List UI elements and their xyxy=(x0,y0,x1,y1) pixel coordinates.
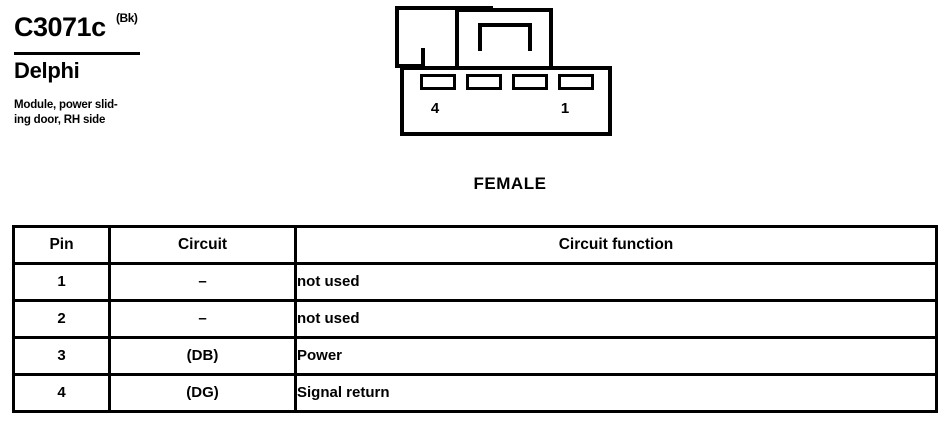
connector-latch-shelf xyxy=(395,6,493,10)
cell-circuit: – xyxy=(108,299,297,339)
pinout-table-body: 1 – not used 2 – not used 3 (DB) Power 4… xyxy=(12,262,938,413)
column-header-function: Circuit function xyxy=(294,225,938,265)
cell-circuit: (DB) xyxy=(108,336,297,376)
connector-manufacturer: Delphi xyxy=(14,58,80,83)
cell-function: Signal return xyxy=(294,373,938,413)
connector-latch-divider-left xyxy=(395,10,399,29)
connector-cavity-4 xyxy=(420,74,456,90)
connector-cavity-2 xyxy=(512,74,548,90)
connector-bottom-tab xyxy=(395,48,425,68)
connector-id: C3071c xyxy=(14,12,106,42)
table-row: 3 (DB) Power xyxy=(12,336,938,376)
connector-diagram: 4 1 FEMALE xyxy=(395,6,625,196)
connector-pin-label-1: 1 xyxy=(560,100,570,117)
connector-color-code: (Bk) xyxy=(116,11,138,25)
column-header-circuit: Circuit xyxy=(108,225,297,265)
connector-header: C3071c (Bk) Delphi Module, power slid- i… xyxy=(14,11,204,127)
connector-cavity-1 xyxy=(558,74,594,90)
header-divider-rule xyxy=(14,52,140,55)
connector-description: Module, power slid- ing door, RH side xyxy=(14,98,189,127)
table-row: 4 (DG) Signal return xyxy=(12,373,938,413)
pinout-table: Pin Circuit Circuit function 1 – not use… xyxy=(12,225,938,413)
connector-pin-label-4: 4 xyxy=(430,100,440,117)
connector-id-line: C3071c (Bk) xyxy=(14,11,204,48)
connector-latch-outer xyxy=(455,8,553,66)
cell-pin: 2 xyxy=(12,299,111,339)
pinout-table-head: Pin Circuit Circuit function xyxy=(12,225,938,265)
table-row: 2 – not used xyxy=(12,299,938,339)
connector-description-line-2: ing door, RH side xyxy=(14,113,106,126)
column-header-pin: Pin xyxy=(12,225,111,265)
connector-latch-divider-right xyxy=(395,29,399,48)
cell-pin: 3 xyxy=(12,336,111,376)
table-row: 1 – not used xyxy=(12,262,938,302)
connector-cavity-3 xyxy=(466,74,502,90)
connector-latch-notch xyxy=(478,23,532,51)
cell-function: not used xyxy=(294,262,938,302)
cell-function: Power xyxy=(294,336,938,376)
cell-pin: 1 xyxy=(12,262,111,302)
table-header-row: Pin Circuit Circuit function xyxy=(12,225,938,265)
cell-function: not used xyxy=(294,299,938,339)
cell-pin: 4 xyxy=(12,373,111,413)
connector-gender-label: FEMALE xyxy=(473,174,547,193)
connector-description-line-1: Module, power slid- xyxy=(14,99,118,111)
cell-circuit: (DG) xyxy=(108,373,297,413)
cell-circuit: – xyxy=(108,262,297,302)
